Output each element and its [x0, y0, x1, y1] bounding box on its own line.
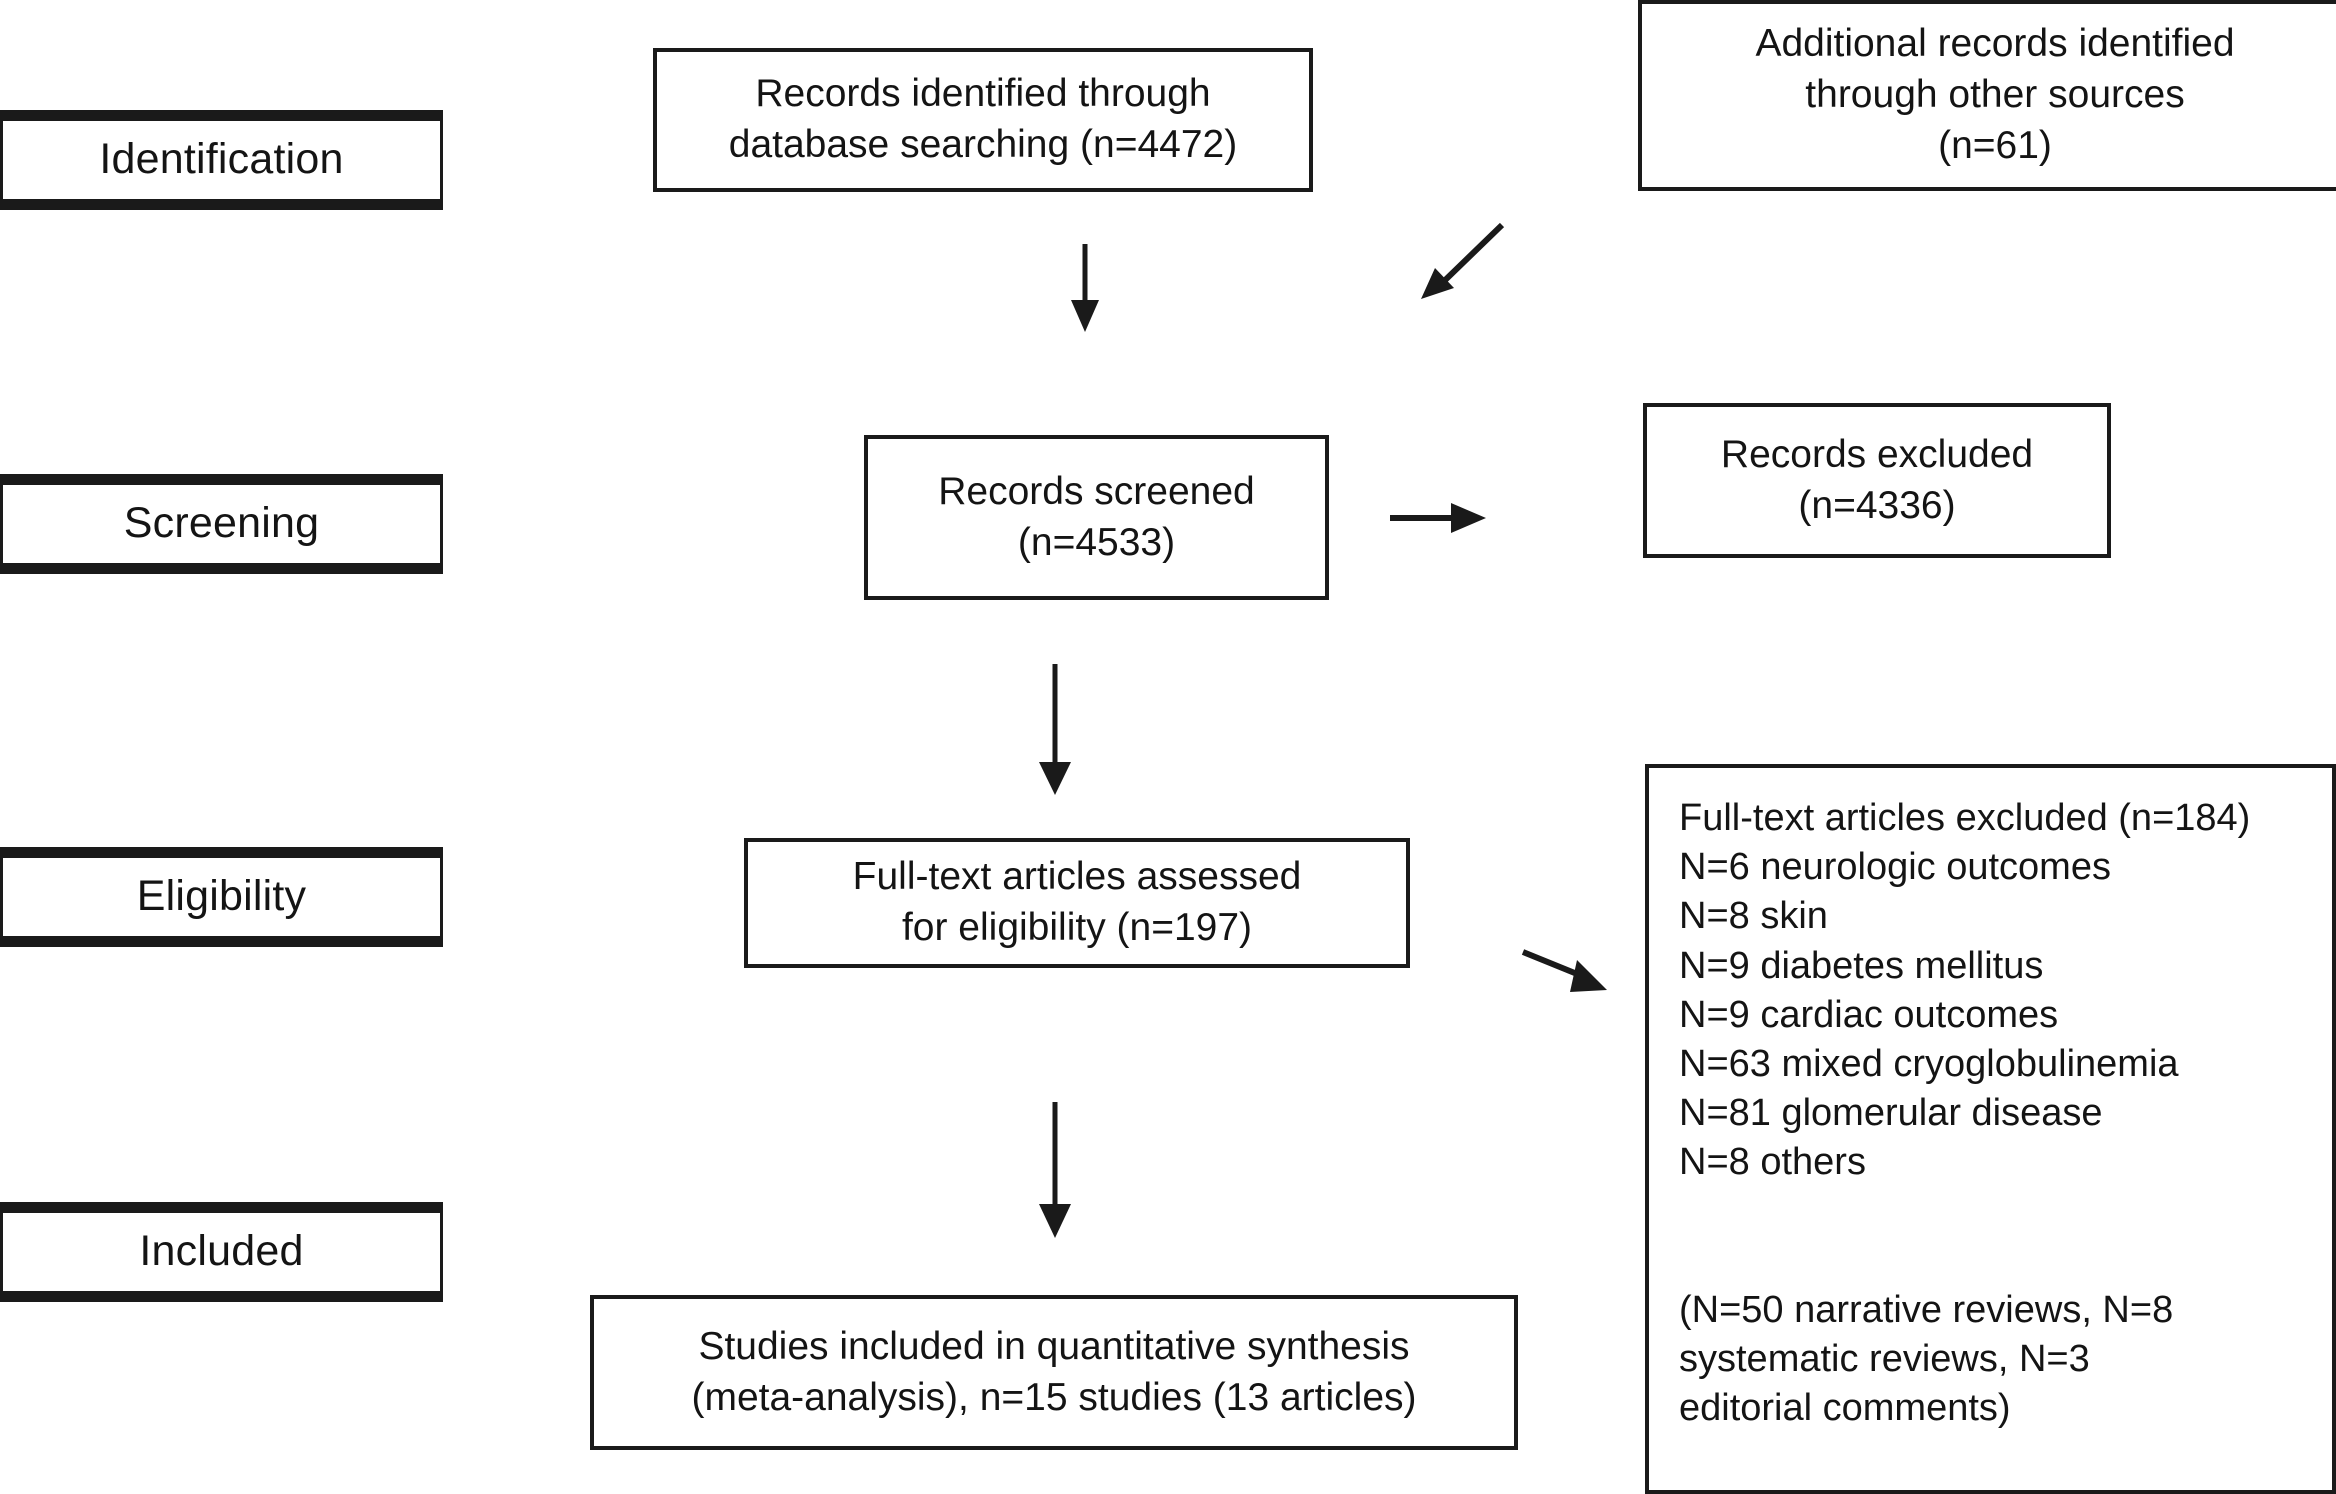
box-studies-included: Studies included in quantitative synthes…	[590, 1295, 1518, 1450]
arrow-fulltext-to-excluded-icon	[1521, 949, 1607, 992]
arrow-db-to-screened-icon	[1071, 244, 1099, 332]
box-fulltext-excluded: Full-text articles excluded (n=184) N=6 …	[1645, 764, 2336, 1494]
arrow-other-to-screened	[1405, 215, 1515, 310]
box-fulltext-assessed: Full-text articles assessed for eligibil…	[744, 838, 1410, 968]
box-fulltext-excluded-text: Full-text articles excluded (n=184) N=6 …	[1679, 797, 2251, 1430]
arrow-screened-to-fulltext	[1020, 660, 1090, 800]
box-records-identified-database: Records identified through database sear…	[653, 48, 1313, 192]
box-records-screened-text: Records screened (n=4533)	[938, 469, 1255, 564]
stage-label-included-text: Included	[139, 1227, 304, 1276]
arrow-fulltext-to-included	[1020, 1098, 1090, 1243]
stage-label-identification-text: Identification	[99, 135, 344, 184]
arrow-db-to-screened	[1050, 240, 1120, 335]
stage-label-identification: Identification	[0, 110, 443, 210]
arrow-other-to-screened-icon	[1421, 222, 1505, 299]
box-additional-records-other-sources: Additional records identified through ot…	[1638, 0, 2336, 191]
arrow-screened-to-excluded	[1385, 490, 1495, 546]
box-fulltext-assessed-text: Full-text articles assessed for eligibil…	[852, 855, 1302, 949]
box-studies-included-text: Studies included in quantitative synthes…	[691, 1324, 1417, 1419]
stage-label-screening: Screening	[0, 474, 443, 574]
stage-label-included: Included	[0, 1202, 443, 1302]
arrow-screened-to-excluded-icon	[1390, 503, 1486, 533]
arrow-screened-to-fulltext-icon	[1039, 664, 1071, 795]
stage-label-screening-text: Screening	[123, 499, 320, 548]
box-records-excluded: Records excluded (n=4336)	[1643, 403, 2111, 558]
stage-label-eligibility: Eligibility	[0, 847, 443, 947]
box-records-screened: Records screened (n=4533)	[864, 435, 1329, 600]
arrow-fulltext-to-excluded	[1515, 930, 1625, 1010]
arrow-fulltext-to-included-icon	[1039, 1102, 1071, 1238]
box-additional-records-other-sources-text: Additional records identified through ot…	[1755, 22, 2235, 167]
box-records-excluded-text: Records excluded (n=4336)	[1720, 432, 2034, 527]
box-records-identified-database-text: Records identified through database sear…	[728, 72, 1238, 166]
stage-label-eligibility-text: Eligibility	[136, 872, 307, 921]
